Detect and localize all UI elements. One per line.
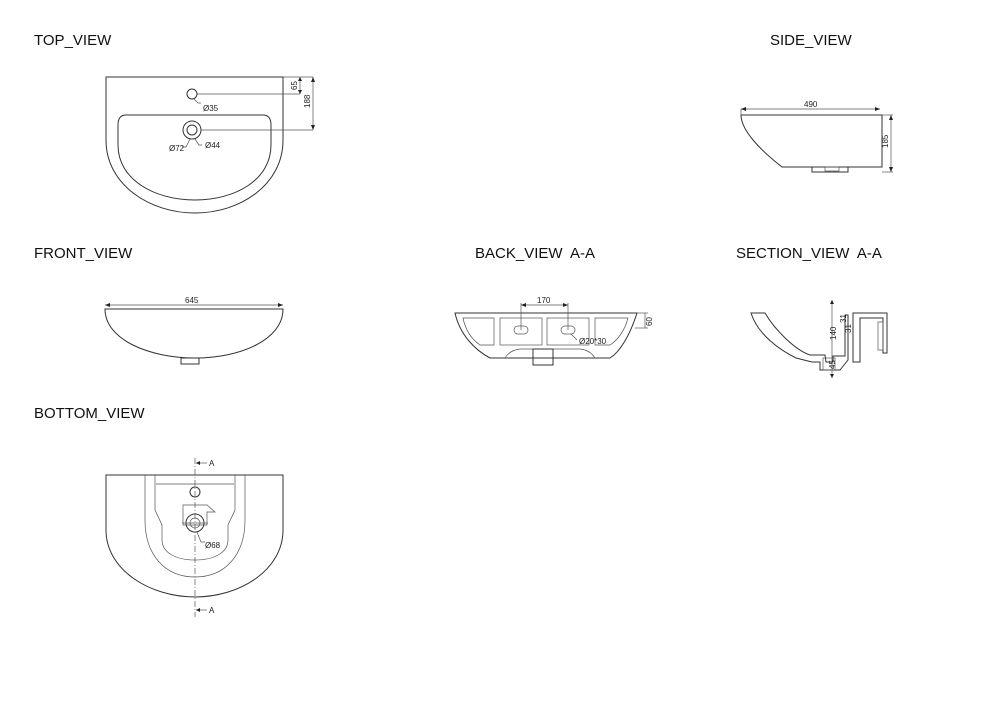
bottom-view-drawing: A A Ø68 xyxy=(105,458,284,617)
top-view-title: TOP_VIEW xyxy=(34,32,112,49)
front-view-drawing: 645 xyxy=(104,296,284,365)
dim-height: 185 xyxy=(881,134,890,148)
section-view-title: SECTION_VIEW A-A xyxy=(736,245,882,262)
dim-overflow-outer: Ø72 xyxy=(169,144,185,153)
bottom-view-title: BOTTOM_VIEW xyxy=(34,405,145,422)
dim-offset-large: 188 xyxy=(303,94,312,108)
dim-section-top-b: 31 xyxy=(844,324,853,333)
dim-spacing: 170 xyxy=(537,296,551,305)
overflow-inner-circle xyxy=(186,124,198,136)
overflow-outer-circle xyxy=(182,120,202,140)
dim-slot: Ø20*30 xyxy=(579,337,607,346)
dim-depth: 490 xyxy=(804,100,818,109)
dim-overflow-inner: Ø44 xyxy=(205,141,221,150)
front-view-title: FRONT_VIEW xyxy=(34,245,133,262)
section-view-drawing: 140 31 31 45 xyxy=(750,300,888,378)
dim-width: 645 xyxy=(185,296,199,305)
dim-back-height: 60 xyxy=(645,317,654,326)
dim-hole-dia: Ø35 xyxy=(203,104,219,113)
back-view-title: BACK_VIEW A-A xyxy=(475,245,595,262)
side-view-title: SIDE_VIEW xyxy=(770,32,853,49)
section-mark-bottom: A xyxy=(209,606,215,615)
dim-section-depth: 140 xyxy=(829,326,838,340)
dim-section-bottom: 45 xyxy=(828,360,837,369)
tap-hole-icon xyxy=(186,88,198,100)
section-mark-top: A xyxy=(209,459,215,468)
back-view-drawing: 170 Ø20*30 60 xyxy=(454,296,654,366)
dim-offset-small: 65 xyxy=(290,81,299,90)
dim-section-top-a: 31 xyxy=(839,314,848,323)
dim-waste-dia: Ø68 xyxy=(205,541,221,550)
top-view-drawing: Ø35 Ø72 Ø44 65 188 xyxy=(105,76,315,214)
side-view-drawing: 490 185 xyxy=(740,100,893,173)
